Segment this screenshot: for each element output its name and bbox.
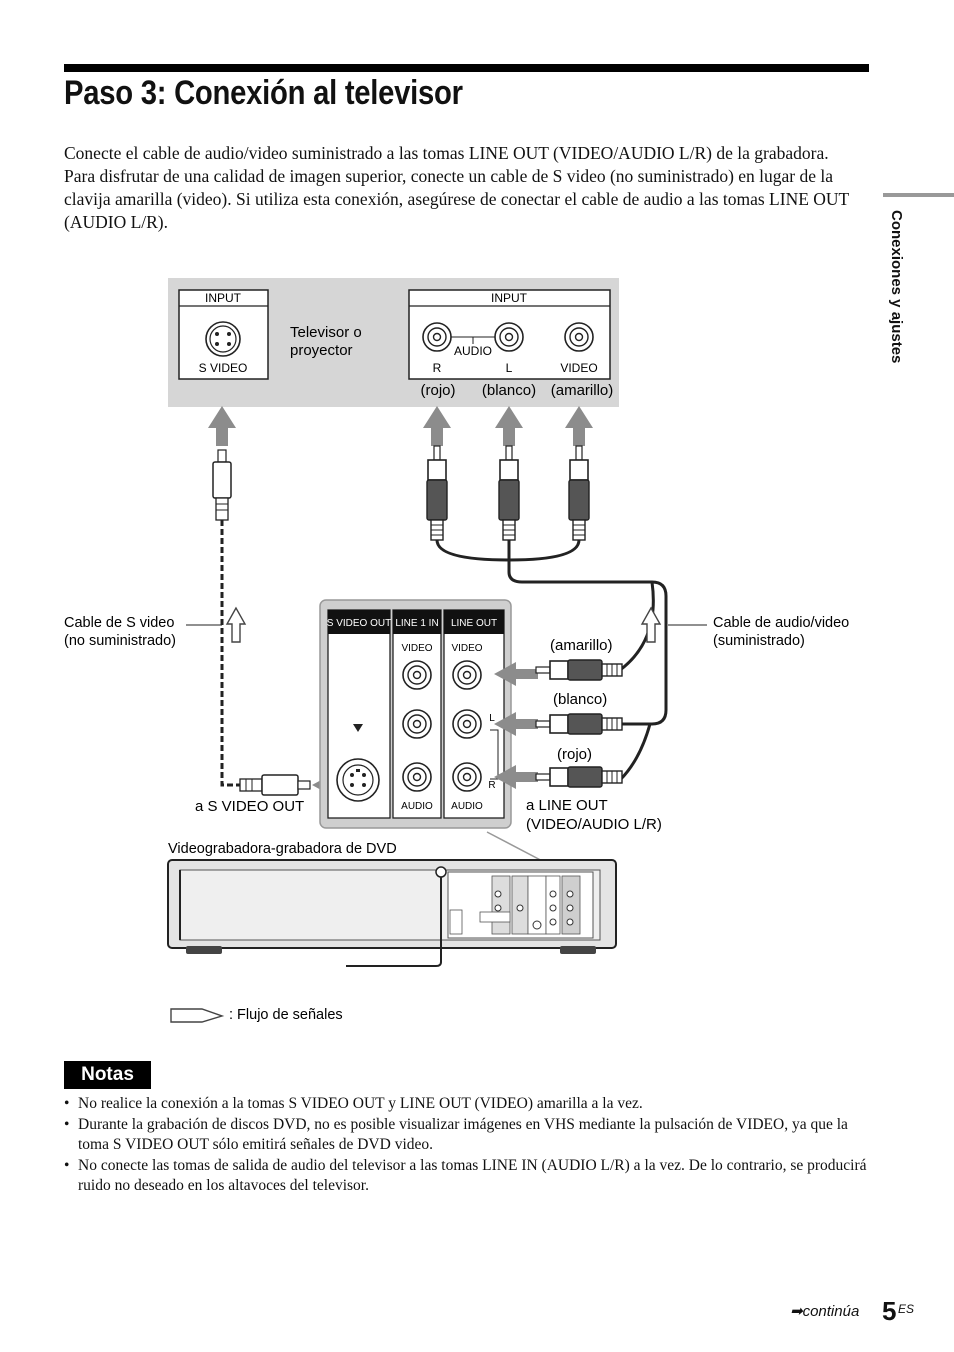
rca-plug-bottom-amarillo: [535, 659, 623, 681]
tv-audio-label: AUDIO: [454, 344, 492, 358]
connection-diagram: INPUT S VIDEO Televisor o proyector INPU…: [64, 278, 849, 1023]
recorder-label: Videograbadora-grabadora de DVD: [168, 841, 397, 857]
line1-audio-l-jack: [402, 709, 432, 739]
a-svideo-out-label: a S VIDEO OUT: [195, 798, 304, 815]
page-title: Paso 3: Conexión al televisor: [64, 74, 463, 112]
plug-amarillo-label: (amarillo): [550, 637, 613, 654]
panel-line1-video-label: VIDEO: [401, 643, 432, 654]
panel-svideo-out-label: S VIDEO OUT: [327, 618, 391, 629]
panel-line-out-label: LINE OUT: [451, 618, 497, 629]
tv-label-line-1: Televisor o: [290, 324, 362, 341]
tv-audio-r-jack: [422, 322, 452, 352]
tv-rojo-label: (rojo): [420, 382, 455, 399]
tv-label-line-2: proyector: [290, 342, 353, 359]
plug-rojo-label: (rojo): [557, 746, 592, 763]
tv-svideo-label: S VIDEO: [199, 361, 248, 375]
note-item: No realice la conexión a la tomas S VIDE…: [64, 1094, 869, 1114]
panel-lineout-video-label: VIDEO: [451, 643, 482, 654]
arrow-right-icon: ➡: [790, 1303, 803, 1320]
intro-paragraph-2: Para disfrutar de una calidad de imagen …: [64, 166, 849, 232]
rca-plug-bottom-rojo: [535, 766, 623, 788]
signal-arrow-r: [423, 406, 451, 446]
signal-arrow-l: [495, 406, 523, 446]
tv-svideo-jack: [205, 321, 241, 357]
svideo-cable-label-1: Cable de S video: [64, 615, 174, 631]
notes-heading: Notas: [64, 1061, 151, 1089]
tv-l-label: L: [506, 361, 513, 375]
tv-audio-l-jack: [494, 322, 524, 352]
svideo-plug-bottom: [239, 774, 311, 796]
tv-blanco-label: (blanco): [482, 382, 536, 399]
note-item: Durante la grabación de discos DVD, no e…: [64, 1115, 869, 1155]
flow-legend-arrow: [170, 1008, 225, 1023]
tv-amarillo-label: (amarillo): [551, 382, 614, 399]
av-flow-arrow: [641, 607, 661, 643]
side-tab-rule: [883, 193, 954, 197]
signal-arrow-svideo: [208, 406, 236, 446]
av-cable-label-1: Cable de audio/video: [713, 615, 849, 631]
rca-plug-bottom-blanco: [535, 713, 623, 735]
panel-r-label: R: [488, 780, 495, 791]
tv-input-label-left: INPUT: [205, 291, 242, 305]
av-cable: [435, 539, 668, 726]
rca-plug-top-video: [568, 445, 590, 541]
title-rule: [64, 64, 869, 72]
lineout-video-jack: [452, 660, 482, 690]
note-item: No conecte las tomas de salida de audio …: [64, 1156, 869, 1196]
svideo-cable-label-2: (no suministrado): [64, 633, 176, 649]
flow-legend-label: : Flujo de señales: [229, 1007, 343, 1023]
panel-line1-audio-label: AUDIO: [401, 801, 433, 812]
line1-audio-r-jack: [402, 762, 432, 792]
panel-lineout-audio-label: AUDIO: [451, 801, 483, 812]
recorder-body: [167, 859, 617, 954]
lineout-audio-r-jack: [452, 762, 482, 792]
intro-paragraph-1: Conecte el cable de audio/video suminist…: [64, 143, 829, 163]
tv-r-label: R: [433, 361, 442, 375]
panel-l-label: L: [489, 713, 495, 724]
continua-label: continúa: [802, 1303, 860, 1320]
signal-arrow-video: [565, 406, 593, 446]
av-cable-label-2: (suministrado): [713, 633, 805, 649]
continua-indicator: ➡continúa: [790, 1302, 859, 1320]
panel-line1-in-label: LINE 1 IN: [395, 618, 438, 629]
plug-blanco-label: (blanco): [553, 691, 607, 708]
a-line-out-label-1: a LINE OUT: [526, 797, 608, 814]
panel-svideo-jack: [336, 758, 380, 802]
tv-input-label-right: INPUT: [491, 291, 528, 305]
svideo-flow-arrow: [226, 607, 246, 643]
tv-video-jack: [564, 322, 594, 352]
tv-video-label: VIDEO: [560, 361, 597, 375]
line1-video-jack: [402, 660, 432, 690]
recorder-cable: [346, 870, 442, 967]
rca-plug-top-l: [498, 445, 520, 541]
notes-list: No realice la conexión a la tomas S VIDE…: [64, 1094, 869, 1197]
page-number: 5: [882, 1296, 897, 1326]
page-number-suffix: ES: [898, 1302, 915, 1316]
a-line-out-label-2: (VIDEO/AUDIO L/R): [526, 816, 662, 833]
side-tab-label: Conexiones y ajustes: [888, 210, 905, 364]
lineout-audio-l-jack: [452, 709, 482, 739]
svideo-cable: [220, 520, 240, 787]
svideo-plug-top: [212, 449, 232, 521]
rca-plug-top-r: [426, 445, 448, 541]
intro-text: Conecte el cable de audio/video suminist…: [64, 142, 869, 234]
